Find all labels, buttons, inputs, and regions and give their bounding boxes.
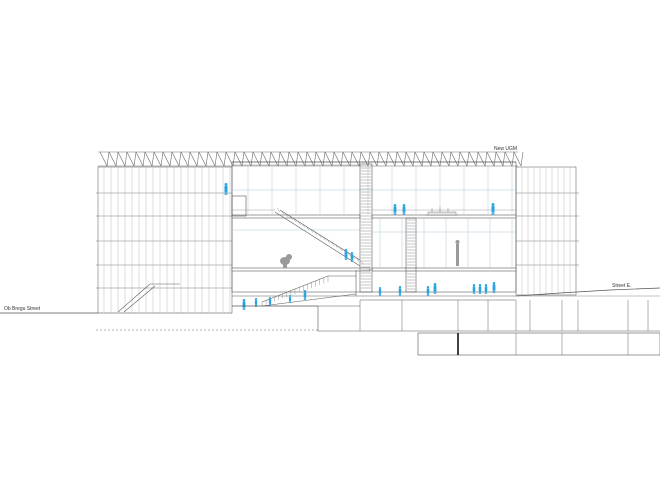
person-icon	[472, 284, 476, 294]
person-icon	[242, 299, 246, 310]
person-icon	[426, 286, 430, 296]
lower-stair-left	[117, 283, 180, 313]
person-icon	[398, 286, 402, 296]
sculpture-icon	[455, 240, 460, 266]
lower-stair-main	[261, 270, 357, 307]
person-icon	[268, 297, 272, 306]
person-icon	[492, 282, 496, 293]
ground-line	[0, 287, 660, 331]
person-icon	[478, 284, 482, 294]
street-right-label: Street E.	[612, 283, 631, 289]
sculpture-icon	[280, 254, 292, 268]
exhibit-display	[425, 207, 458, 216]
left-facade-wing	[96, 166, 233, 314]
roof-sawtooth	[98, 151, 524, 167]
right-facade-wing	[515, 166, 579, 296]
person-icon	[224, 183, 228, 195]
street-left-label: Ob Bregu Street	[4, 306, 41, 312]
person-icon	[344, 249, 348, 260]
person-icon	[484, 284, 488, 294]
person-icon	[378, 287, 382, 296]
building-name-label: New UGM	[494, 146, 517, 152]
people-figures	[224, 183, 496, 310]
person-icon	[433, 283, 437, 294]
person-icon	[402, 204, 406, 215]
person-icon	[393, 204, 397, 215]
person-icon	[303, 290, 307, 300]
central-atrium	[231, 161, 517, 297]
person-icon	[288, 295, 292, 303]
person-icon	[491, 203, 495, 215]
person-icon	[350, 252, 354, 262]
basement-structure	[317, 295, 660, 356]
